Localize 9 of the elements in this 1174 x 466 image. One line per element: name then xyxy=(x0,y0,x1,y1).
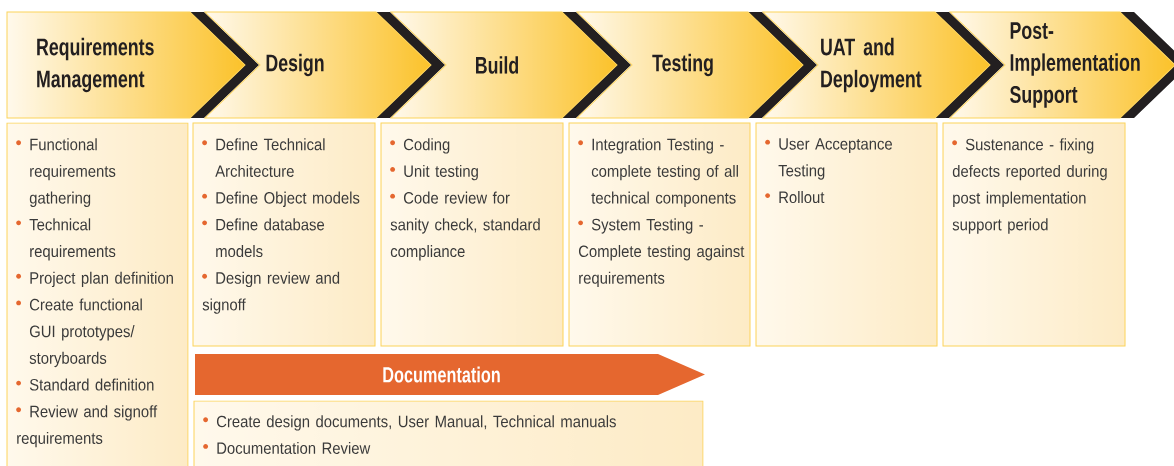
details-box: Create design documents, User Manual, Technical manuals Documentation Review xyxy=(193,400,704,466)
details-box: User Acceptance Testing Rollout xyxy=(755,122,938,347)
documentation-banner: Documentation xyxy=(195,354,705,395)
phase-banner: Post-Implementation Support xyxy=(949,11,1174,119)
details-box: Sustenance - fixing defects reported during post implementation support period xyxy=(942,122,1126,347)
details-box: Coding Unit testing Code review for sanity check, standard compliance xyxy=(380,122,564,347)
details-box: Integration Testing - complete testing of all technical components System Testing - Complete testing against requirements xyxy=(568,122,751,347)
details-box: Functional requirements gathering Technical requirements Project plan definition Create functional GUI prototypes/ storyboards Standard definition Review and signoff requirements xyxy=(6,122,189,466)
details-box: Define Technical Architecture Define Object models Define database models Design review and signoff xyxy=(192,122,376,347)
